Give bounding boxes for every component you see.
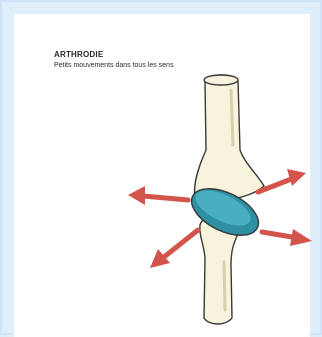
- lower-bone-shading: [224, 262, 225, 310]
- arrow-up-right-icon: [258, 169, 306, 192]
- upper-bone: [195, 75, 264, 200]
- upper-bone-shading: [231, 90, 233, 145]
- upper-bone-shaft: [195, 75, 264, 200]
- arrow-down-left-icon: [150, 230, 198, 268]
- arrow-left-icon: [128, 186, 188, 205]
- upper-bone-top: [204, 75, 238, 85]
- arrow-right-icon: [262, 229, 312, 246]
